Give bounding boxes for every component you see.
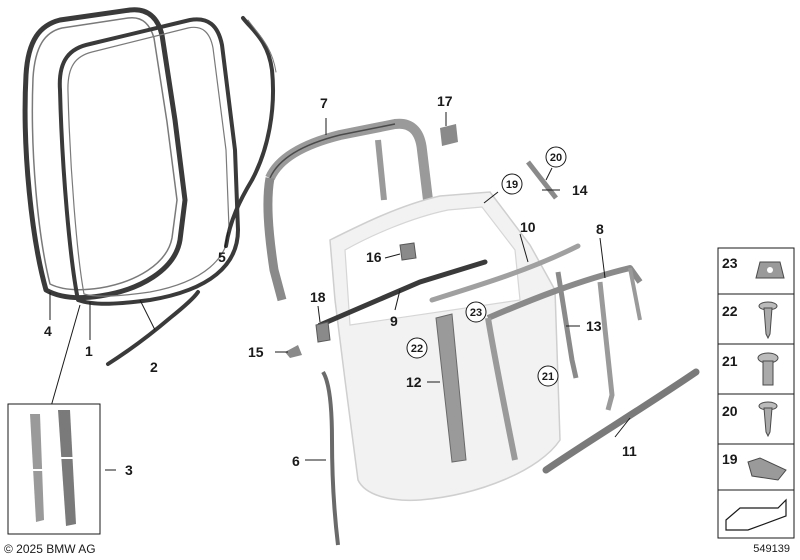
svg-text:20: 20 [550,152,562,164]
legend-item-21: 21 [717,343,795,395]
clip-18 [315,321,331,343]
svg-text:22: 22 [411,343,423,355]
callout-17: 17 [437,93,453,109]
svg-text:19: 19 [722,451,738,467]
callout-2: 2 [150,359,158,375]
legend-item-20: 20 [717,393,795,445]
legend-item-19: 19 [717,443,795,491]
svg-text:21: 21 [542,371,554,383]
callout-1: 1 [85,343,93,359]
callout-8: 8 [596,221,604,237]
callout-16: 16 [366,249,382,265]
callout-3: 3 [125,462,133,478]
callout-5: 5 [218,249,226,265]
callout-7: 7 [320,95,328,111]
callout-13: 13 [586,318,602,334]
detail-inset-3 [7,403,101,535]
callout-12: 12 [406,374,422,390]
legend-item-arrow [717,489,795,539]
svg-text:22: 22 [722,303,738,319]
bracket-16 [399,242,417,261]
svg-text:21: 21 [722,353,738,369]
outer-strip-10 [429,243,581,303]
edge-seal-5 [224,16,276,248]
direction-arrow-icon [725,498,787,531]
fastener-legend: 23 22 21 20 [717,247,795,539]
svg-text:20: 20 [722,403,738,419]
torx-screw-short-icon [758,401,778,438]
svg-text:19: 19 [506,179,518,191]
lower-waist-seal-11 [542,368,700,474]
callout-20-circle: 20 [545,146,567,168]
door-frame-seal-1 [57,17,240,306]
svg-text:23: 23 [470,307,482,319]
guide-rail-13 [555,271,579,379]
callout-22-circle: 22 [406,337,428,359]
cap-15 [285,345,302,358]
callout-4: 4 [44,323,52,339]
bracket-clip-icon [747,457,787,481]
beltline-trim-9 [317,259,488,328]
callout-9: 9 [390,313,398,329]
svg-text:23: 23 [722,255,738,271]
legend-item-22: 22 [717,293,795,345]
lower-seal-2 [106,290,200,366]
callout-23-circle: 23 [465,301,487,323]
callout-15: 15 [248,344,264,360]
callout-21-circle: 21 [537,365,559,387]
legend-item-23: 23 [717,247,795,295]
clip-nut-icon [755,261,785,279]
sheet-metal-screw-icon [758,301,778,340]
callout-19-circle: 19 [501,173,523,195]
callout-6: 6 [292,453,300,469]
window-frame-trim-7 [263,118,433,302]
edge-seal-6 [321,370,340,546]
copyright-text: © 2025 BMW AG [4,542,96,556]
callout-10: 10 [520,219,536,235]
cover-17 [440,124,458,146]
diagram-id: 549139 [753,543,790,555]
callout-14: 14 [572,182,588,198]
pillar-trim-12 [435,313,467,463]
torx-screw-icon [757,352,779,386]
strip-14 [526,160,558,200]
callout-11: 11 [622,443,637,459]
door-frame-seal-4 [22,7,188,301]
callout-18: 18 [310,289,326,305]
